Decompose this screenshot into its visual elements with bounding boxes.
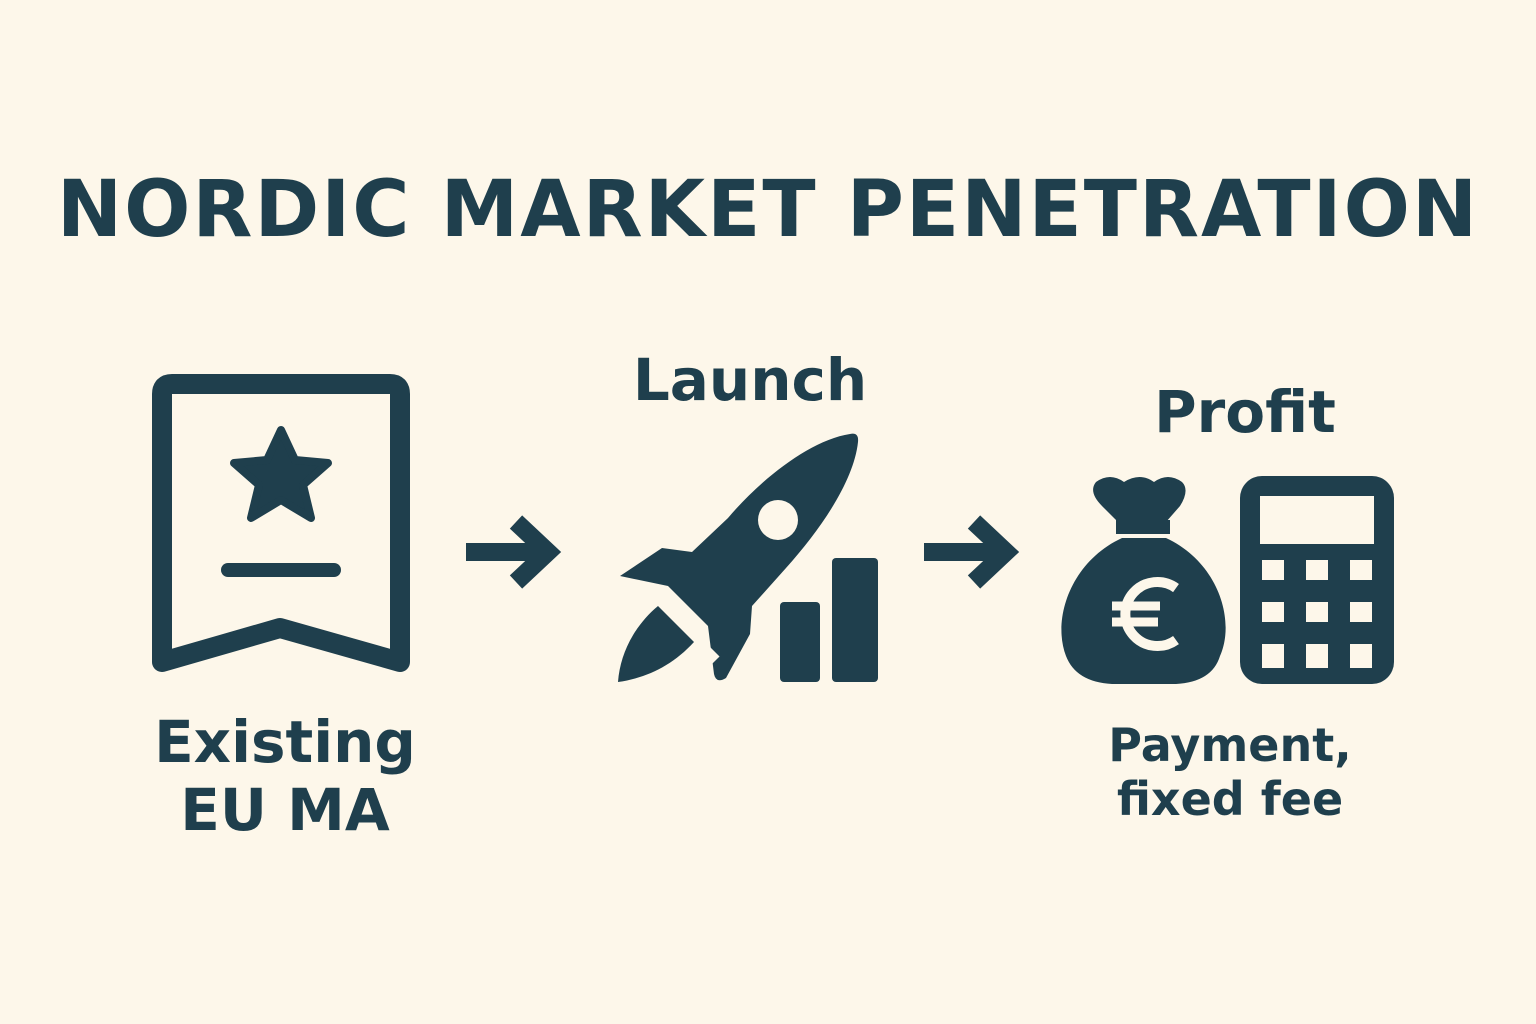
step-profit-label-line-1: Profit [1154,378,1336,446]
euro-money-bag-calculator-icon [1061,476,1394,684]
step-existing-label-line-1: Existing [154,708,416,776]
rocket-growth-chart-icon [618,433,878,682]
step-profit-sublabel-line-2: fixed fee [1116,772,1344,827]
arrow-right-icon [924,515,1020,589]
step-profit-sublabel: Payment, fixed fee [1060,718,1400,827]
diagram-title: NORDIC MARKET PENETRATION [56,165,1480,255]
step-existing-label: Existing EU MA [110,708,460,845]
step-existing-label-line-2: EU MA [180,776,390,845]
step-launch-label: Launch [590,346,910,414]
step-profit-sublabel-line-1: Payment, [1108,718,1352,772]
step-launch-label-line-1: Launch [632,346,868,414]
arrow-right-icon [466,515,562,589]
step-profit-label: Profit [1090,378,1400,446]
certificate-star-ribbon-icon [152,374,410,672]
